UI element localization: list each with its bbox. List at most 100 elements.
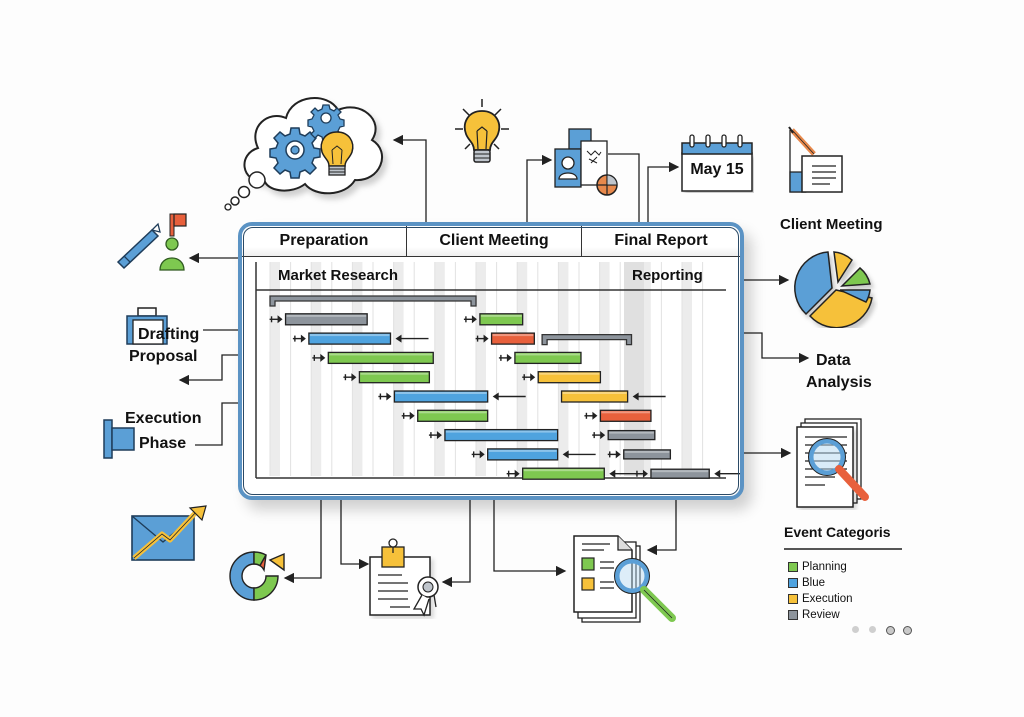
dependency-arrow xyxy=(475,334,489,343)
grid-column xyxy=(434,262,445,476)
drafting-label-1: Drafting xyxy=(138,326,200,343)
dependency-arrow xyxy=(632,392,666,401)
bar-highlight xyxy=(515,353,580,356)
profile-documents-icon xyxy=(554,128,618,196)
thought-cloud-gears-bulb-icon xyxy=(224,97,384,211)
bar-highlight xyxy=(480,314,522,317)
gantt-task-bar[interactable] xyxy=(358,371,431,384)
legend-item: Execution xyxy=(788,593,853,605)
gantt-task-bar[interactable] xyxy=(537,371,602,384)
gantt-task-bar[interactable] xyxy=(284,313,368,326)
pagination-dot[interactable] xyxy=(903,626,912,635)
certificate-document-icon xyxy=(369,538,439,617)
gantt-task-bar[interactable] xyxy=(623,449,672,460)
gantt-task-bar[interactable] xyxy=(393,390,489,403)
gantt-grid xyxy=(255,262,740,480)
dependency-arrow xyxy=(292,334,306,343)
wire-to-checklist xyxy=(493,500,567,577)
grid-column xyxy=(352,262,363,476)
gantt-task-bar[interactable] xyxy=(650,468,710,479)
gantt-task-bar[interactable] xyxy=(599,409,652,422)
drafting-label-2: Proposal xyxy=(129,348,198,365)
dependency-arrow xyxy=(428,431,442,440)
legend-item: Planning xyxy=(788,561,847,573)
gantt-summary-bar[interactable] xyxy=(541,333,633,346)
dependency-arrow xyxy=(584,411,598,420)
dependency-arrow xyxy=(592,431,606,440)
wire-to-profile-docs xyxy=(526,154,553,222)
gantt-task-bar[interactable] xyxy=(522,467,605,480)
wire-to-donut xyxy=(283,500,322,584)
gantt-task-bar[interactable] xyxy=(490,332,535,345)
phase-preparation[interactable]: Preparation xyxy=(242,226,407,256)
legend-label: Execution xyxy=(802,593,853,605)
grid-column xyxy=(682,262,692,476)
grid-column xyxy=(270,262,280,476)
legend-divider xyxy=(784,548,902,550)
legend-label: Blue xyxy=(802,577,826,589)
dependency-arrow xyxy=(395,334,429,343)
bar-highlight xyxy=(523,469,604,472)
gantt-task-bar[interactable] xyxy=(444,428,559,442)
legend-item: Review xyxy=(788,609,840,621)
pencil-document-icon xyxy=(788,126,843,193)
bar-highlight xyxy=(624,450,670,453)
dependency-arrow xyxy=(714,469,740,478)
legend-item: Blue xyxy=(788,577,825,589)
wire-to-data-analysis xyxy=(744,332,810,364)
pagination-dot[interactable] xyxy=(852,626,859,633)
data-analysis-label-1: Data xyxy=(816,352,851,369)
bar-highlight xyxy=(309,334,390,337)
dependency-arrow xyxy=(522,373,536,382)
gantt-task-bar[interactable] xyxy=(487,448,559,461)
bar-highlight xyxy=(492,334,534,337)
pencil-user-flag-icon xyxy=(116,213,187,271)
phase-final-report[interactable]: Final Report xyxy=(614,232,708,249)
flag-block-icon xyxy=(103,419,135,459)
wire-drafting-arrow xyxy=(178,354,238,386)
gantt-summary-bar[interactable] xyxy=(269,295,477,307)
phase-client-meeting[interactable]: Client Meeting xyxy=(407,226,582,256)
group-reporting: Reporting xyxy=(632,267,703,284)
gantt-task-bar[interactable] xyxy=(560,390,629,403)
grid-column xyxy=(311,262,322,476)
grid-column xyxy=(599,262,610,476)
checklist-search-icon xyxy=(573,535,676,623)
bar-highlight xyxy=(562,392,627,394)
wire-to-calendar xyxy=(647,161,680,222)
legend-swatch xyxy=(788,594,798,604)
gantt-task-bar[interactable] xyxy=(607,429,656,441)
dependency-arrow xyxy=(562,450,596,459)
dependency-arrow xyxy=(471,450,485,459)
legend-swatch xyxy=(788,578,798,588)
wire-to-certificate xyxy=(340,500,370,570)
pagination-dot[interactable] xyxy=(869,626,876,633)
wire-cert-return xyxy=(441,500,471,588)
gantt-task-bar[interactable] xyxy=(479,313,524,326)
bar-highlight xyxy=(651,470,709,473)
dependency-arrow xyxy=(498,353,512,362)
document-search-icon xyxy=(796,418,869,508)
lightbulb-icon xyxy=(455,99,509,163)
highlight-column xyxy=(624,262,644,476)
client-meeting-label: Client Meeting xyxy=(780,216,883,233)
gantt-task-bar[interactable] xyxy=(327,351,434,365)
execution-label-1: Execution xyxy=(125,410,202,427)
bar-highlight xyxy=(601,411,650,414)
legend-label: Review xyxy=(802,609,840,621)
dependency-arrow xyxy=(492,392,526,401)
wire-to-execution xyxy=(195,402,238,446)
wire-profile-docs-right xyxy=(608,153,640,222)
dependency-arrow xyxy=(378,392,392,401)
gantt-task-bar[interactable] xyxy=(514,351,582,365)
group-market-research: Market Research xyxy=(278,267,399,284)
gantt-task-bar[interactable] xyxy=(308,332,392,345)
bar-highlight xyxy=(488,449,557,452)
bar-highlight xyxy=(329,353,433,356)
pagination-dot[interactable] xyxy=(886,626,895,635)
gantt-task-bar[interactable] xyxy=(417,409,489,422)
calendar-icon: May 15 xyxy=(680,133,754,193)
pie-chart-icon xyxy=(794,251,873,328)
data-analysis-label-2: Analysis xyxy=(806,374,872,391)
